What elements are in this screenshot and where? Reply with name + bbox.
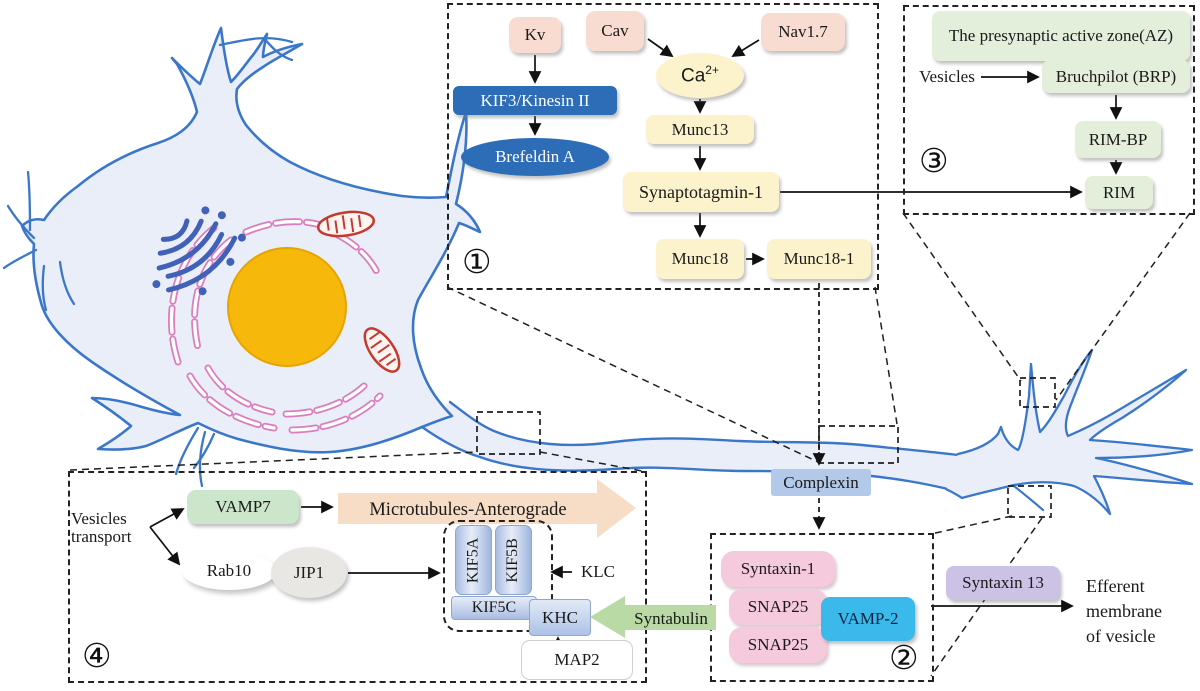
synaptotagmin-label: Synaptotagmin-1	[639, 181, 763, 202]
active-zone-label: The presynaptic active zone(AZ)	[948, 26, 1174, 46]
node-snap25-bottom: SNAP25	[729, 627, 827, 663]
kif5a-label: KIF5A	[464, 537, 482, 583]
zoom-target-boxes	[476, 377, 1056, 518]
calcium-label: Ca2+	[681, 63, 719, 87]
node-kif5a: KIF5A	[455, 525, 492, 595]
snap25-top-label: SNAP25	[747, 597, 809, 617]
golgi-apparatus	[152, 206, 246, 296]
node-munc18-1: Munc18-1	[767, 239, 871, 279]
node-bruchpilot: Bruchpilot (BRP)	[1042, 60, 1190, 93]
terminal-inner-spine	[1012, 484, 1045, 512]
snap25-bottom-label: SNAP25	[747, 635, 809, 655]
node-munc18: Munc18	[656, 239, 744, 279]
efferent-line1: Efferent	[1086, 575, 1145, 596]
kif3-label: KIF3/Kinesin II	[480, 90, 590, 110]
syntaxin13-label: Syntaxin 13	[962, 573, 1044, 593]
vamp2-label: VAMP-2	[837, 609, 899, 629]
mitochondrion-upper	[316, 210, 376, 238]
axon	[422, 402, 958, 489]
nucleus	[227, 247, 347, 367]
node-vamp2: VAMP-2	[821, 597, 915, 641]
node-kif5b: KIF5B	[495, 525, 532, 595]
node-map2: MAP2	[521, 640, 633, 680]
node-complexin: Complexin	[771, 469, 871, 496]
bruchpilot-label: Bruchpilot (BRP)	[1055, 66, 1177, 86]
rab10-label: Rab10	[206, 561, 252, 581]
node-syntaxin13: Syntaxin 13	[946, 566, 1060, 600]
cav-label: Cav	[601, 21, 629, 41]
syntaxin1-label: Syntaxin-1	[740, 559, 816, 579]
node-cav: Cav	[586, 11, 644, 51]
nav-label: Nav1.7	[778, 22, 828, 42]
node-synaptotagmin1: Synaptotagmin-1	[623, 172, 779, 212]
efferent-line2: membrane	[1086, 600, 1162, 621]
zoom-target-box-b	[818, 425, 899, 464]
axon-terminal	[946, 350, 1192, 514]
kif5b-label: KIF5B	[504, 537, 522, 583]
soma	[20, 26, 482, 454]
node-active-zone: The presynaptic active zone(AZ)	[932, 11, 1190, 61]
node-munc13: Munc13	[646, 115, 754, 144]
node-rim-bp: RIM-BP	[1075, 121, 1161, 158]
node-rim: RIM	[1085, 176, 1153, 209]
node-klc: KLC	[574, 561, 622, 583]
rim-label: RIM	[1102, 182, 1136, 202]
map2-label: MAP2	[554, 650, 600, 670]
node-kv: Kv	[509, 17, 561, 53]
efferent-line3: of vesicle	[1086, 625, 1156, 646]
region-box-3	[903, 5, 1195, 215]
node-jip1: JIP1	[271, 547, 347, 598]
klc-label: KLC	[581, 562, 615, 582]
dendrite-twigs	[2, 36, 294, 488]
vesicles-transport-line1: Vesicles	[71, 509, 127, 529]
kv-label: Kv	[524, 25, 546, 45]
region-number-1: ①	[462, 242, 492, 281]
munc18-1-label: Munc18-1	[783, 249, 855, 269]
kif5c-label: KIF5C	[471, 598, 517, 616]
node-kif5c: KIF5C	[451, 596, 537, 620]
zoom-target-box-a	[476, 411, 541, 455]
node-khc: KHC	[529, 599, 591, 636]
zoom-target-box-c	[1019, 377, 1056, 408]
zoom-target-box-d	[1007, 485, 1052, 518]
microtubules-arrow-label: Microtubules-Anterograde	[369, 500, 566, 520]
region-box-1	[447, 3, 879, 290]
vamp7-label: VAMP7	[215, 497, 271, 517]
axon-terminal-outline	[944, 348, 1194, 516]
node-vesicles-transport: Vesicles transport	[71, 506, 147, 550]
jip1-label: JIP1	[293, 562, 325, 582]
region-number-4: ④	[82, 636, 112, 675]
mitochondrion-lower	[363, 327, 401, 373]
node-calcium: Ca2+	[656, 53, 744, 98]
node-brefeldin-a: Brefeldin A	[461, 138, 609, 176]
region-number-2: ②	[889, 638, 919, 677]
microtubules-arrow	[338, 479, 636, 538]
rim-bp-label: RIM-BP	[1088, 129, 1148, 149]
complexin-label: Complexin	[783, 472, 859, 492]
node-vesicles-3: Vesicles	[915, 66, 979, 88]
region-number-3: ③	[919, 141, 949, 180]
region-box-4	[68, 471, 647, 683]
endoplasmic-reticulum	[168, 218, 384, 434]
munc18-label: Munc18	[671, 249, 729, 269]
node-snap25-top: SNAP25	[729, 589, 827, 625]
node-rab10: Rab10	[182, 552, 276, 590]
node-kif3-kinesin2: KIF3/Kinesin II	[453, 86, 617, 115]
brefeldin-label: Brefeldin A	[495, 147, 575, 167]
khc-label: KHC	[542, 607, 578, 627]
munc13-label: Munc13	[671, 119, 729, 139]
vesicles-transport-line2: transport	[71, 527, 132, 546]
node-efferent-membrane: Efferent membrane of vesicle	[1086, 572, 1198, 650]
node-vamp7: VAMP7	[187, 490, 299, 524]
vesicles3-label: Vesicles	[919, 67, 975, 87]
node-nav1-7: Nav1.7	[761, 13, 845, 51]
node-syntaxin1: Syntaxin-1	[721, 551, 835, 587]
